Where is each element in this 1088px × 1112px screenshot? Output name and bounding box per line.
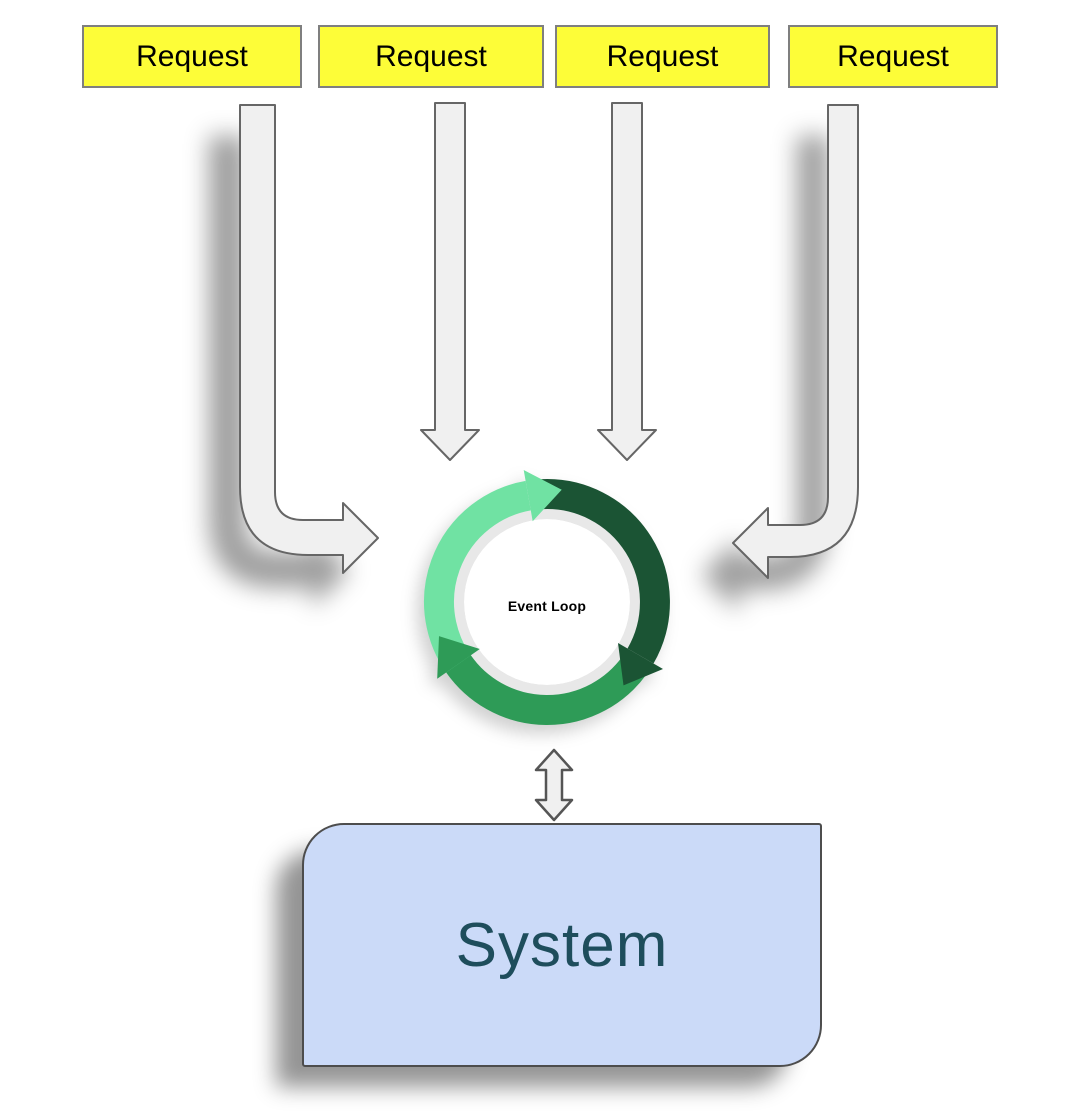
request-box-3: Request [555,25,770,88]
straight-arrow-2-icon [420,102,480,461]
curved-arrow-right-icon [732,104,859,579]
loop-arc-dark-icon [538,479,670,664]
system-box: System [302,823,822,1067]
loop-arrowhead-mid-icon [437,636,480,679]
system-label: System [455,910,669,980]
loop-center-circle [464,519,630,685]
loop-arrowhead-dark-icon [618,643,663,686]
request-box-1: Request [82,25,302,88]
request-box-2: Request [318,25,544,88]
loop-arc-mid-icon [446,654,647,726]
request-label: Request [375,39,487,73]
request-label: Request [837,39,949,73]
event-loop-diagram [417,470,677,732]
curved-arrow-left-icon [239,104,379,574]
loop-arrowhead-light-icon [523,470,562,522]
event-loop-label: Event Loop [507,598,587,614]
request-label: Request [136,39,248,73]
request-box-4: Request [788,25,998,88]
double-arrow-icon [534,748,574,822]
request-label: Request [606,39,719,73]
straight-arrow-3-icon [597,102,657,461]
